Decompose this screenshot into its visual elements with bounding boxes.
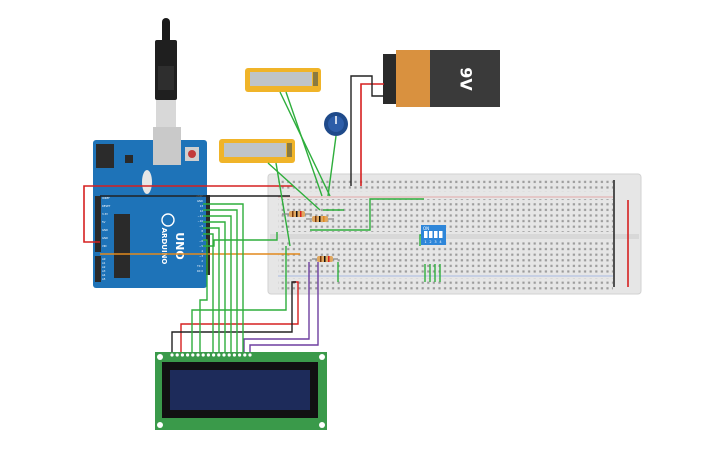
analog-pin-label: A1 [102,261,106,265]
wires-contrast [243,262,319,352]
digital-pin-label: RX 0 [197,269,203,273]
lcd-pin [186,353,190,357]
digital-pin-label: ~9 [199,224,203,228]
lcd-pin [243,353,247,357]
lcd-screen [170,370,310,410]
power-pin-label: GND [102,236,108,240]
digital-pin-label: ~6 [199,239,203,243]
wires-ground [100,75,384,352]
digital-pin-label: 7 [201,234,203,238]
dip-switch-number: 3 [434,240,436,244]
lcd-pin [217,353,221,357]
rotary-potentiometer[interactable] [324,112,348,136]
battery-body [430,50,500,107]
power-pin-label: RESET [102,204,111,208]
lcd-pin [212,353,216,357]
lcd-pin [222,353,226,357]
resistor-1 [282,211,312,217]
arduino-chip [114,214,130,278]
lcd-pins [170,353,252,357]
arduino-logo-icon [161,213,175,227]
dip-switch-number: 2 [429,240,431,244]
digital-pin-label: 4 [201,249,203,253]
power-pin-label: IOREF [102,196,110,200]
analog-pin-label: A0 [102,257,106,261]
usb-cable [155,18,177,128]
power-pin-label: GND [102,228,108,232]
digital-pin-label: GND [197,199,203,203]
dip-switch-number: 1 [424,240,426,244]
analog-pin-label: A2 [102,265,106,269]
dip-switch-on-label: ON [423,226,429,231]
digital-pin-label: 12 [200,209,204,213]
lcd-pin [191,353,195,357]
lcd-pin [201,353,205,357]
lcd-pin [227,353,231,357]
lcd-pin [232,353,236,357]
digital-pin-label: ~10 [198,219,204,223]
resistor-3 [312,256,338,262]
digital-pin-label: 8 [201,229,203,233]
arduino-brand: ARDUINO [160,228,168,265]
digital-pin-label: ~11 [198,214,204,218]
arduino-model: UNO [173,232,186,260]
breadboard [267,173,642,295]
lcd-pin [170,353,174,357]
lcd-pin [206,353,210,357]
analog-pin-label: A3 [102,269,106,273]
power-pin-labels: IOREF RESET 3.3V 5V GND GND VIN [102,196,111,248]
resistor-2 [306,216,334,222]
dip-switch-number: 4 [439,240,442,244]
wires-power [83,83,384,352]
battery-9v: 9V [383,50,500,107]
lcd-display [155,352,327,430]
lcd-pin [180,353,184,357]
digital-pin-label: 13 [200,204,204,208]
lcd-pin [238,353,242,357]
wires-signal [191,91,441,352]
digital-pin-label: ~5 [199,244,203,248]
power-pin-label: 5V [102,220,106,224]
lcd-pin [175,353,179,357]
digital-pin-label: TX 1 [197,264,203,268]
lcd-pin [196,353,200,357]
analog-pin-label: A5 [102,277,106,281]
analog-pin-label: A4 [102,273,106,277]
slide-potentiometer-middle[interactable] [219,139,295,163]
battery-label: 9V [457,67,476,91]
power-pin-label: VIN [102,244,107,248]
battery-cap [396,50,430,107]
arduino-uno: ARDUINO UNO IOREF RESET 3.3V 5V GND GND VIN A0… [93,127,210,288]
digital-pin-label: 2 [201,259,203,263]
power-pin-label: 3.3V [102,212,108,216]
slide-potentiometer-top[interactable] [245,68,321,92]
digital-pin-label: ~3 [199,254,203,258]
lcd-pin [248,353,252,357]
